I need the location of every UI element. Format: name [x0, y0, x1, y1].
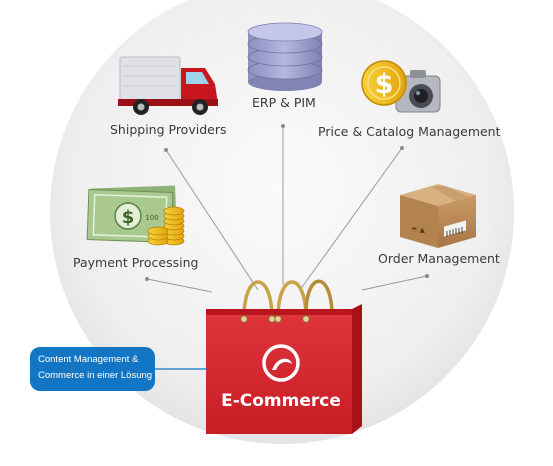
connector-price: [299, 147, 403, 291]
delivery-truck-icon: [118, 56, 218, 115]
connector-dots: [145, 124, 429, 281]
node-label-erp: ERP & PIM: [252, 95, 316, 110]
callout-box: Content Management & Commerce in einer L…: [30, 347, 155, 391]
callout-line-1: Content Management &: [38, 354, 139, 365]
connector-order: [361, 275, 428, 291]
node-label-payment: Payment Processing: [73, 255, 199, 270]
dot-erp: [281, 124, 285, 128]
node-label-price: Price & Catalog Management: [318, 124, 501, 139]
svg-text:$: $: [122, 207, 135, 228]
shopping-bag-icon: [206, 279, 362, 434]
node-label-shipping: Shipping Providers: [110, 122, 227, 137]
database-stack-icon: [247, 22, 323, 91]
cardboard-box-icon: ☂ ▲: [400, 184, 476, 248]
connector-payment: [146, 278, 213, 293]
dot-price: [400, 146, 404, 150]
dot-shipping: [164, 148, 168, 152]
banknote-coins-icon: $ 100: [86, 185, 185, 246]
svg-text:100: 100: [145, 214, 158, 222]
callout-line-2: Commerce in einer Lösung: [38, 370, 153, 381]
connector-lines: [146, 126, 428, 293]
svg-text:☂ ▲: ☂ ▲: [411, 226, 426, 234]
dot-payment: [145, 277, 149, 281]
node-label-order: Order Management: [378, 251, 500, 266]
connector-shipping: [165, 149, 259, 291]
brand-logo-icon: [262, 344, 300, 382]
svg-text:$: $: [375, 69, 394, 100]
dollar-coin-camera-icon: $: [361, 60, 441, 113]
center-title: E-Commerce: [221, 391, 341, 411]
dot-order: [425, 274, 429, 278]
